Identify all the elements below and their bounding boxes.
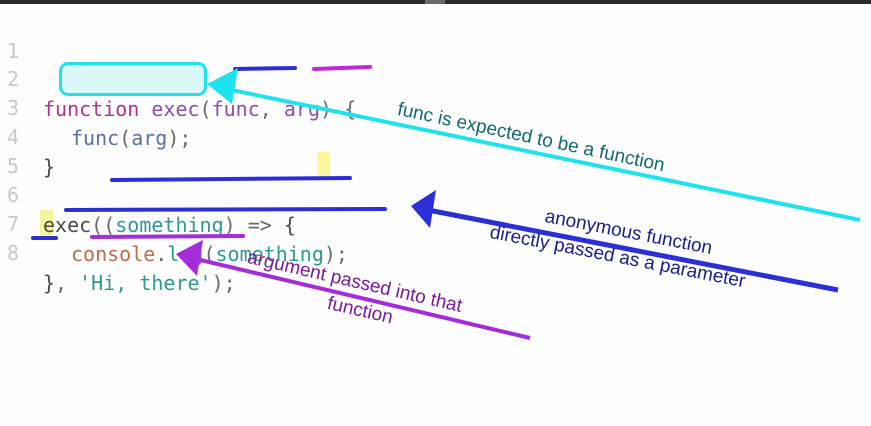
code-text: }, 'Hi, there'); [43,268,236,298]
code-line-7[interactable]: 7 console.log( something); [0,179,348,266]
code-text: func(arg); [71,123,191,153]
punctuation: ); [167,126,192,150]
opening-brace: { [283,213,296,237]
code-line-6[interactable]: 6 exec((something) => { [0,150,296,237]
punctuation: ); [323,242,348,266]
string-argument: 'Hi, there' [79,271,212,295]
line-number: 3 [7,96,20,120]
punctuation: ( [199,97,212,121]
punctuation: ( [203,242,216,266]
punctuation: , [55,271,80,295]
console-object: console [71,242,156,266]
call-exec: exec [43,213,92,237]
param-something: something [115,213,224,237]
top-bar-handle [425,0,445,4]
code-line-2[interactable]: 2 function exec(func, arg) { [0,34,356,121]
param-func: func [211,97,260,121]
code-text: } [43,155,56,179]
call-func: func [71,126,120,150]
closing-brace: } [43,271,56,295]
keyword-function: function [43,97,140,121]
call-arg: arg [131,126,168,150]
brace-match-highlight [317,152,330,180]
line-number: 5 [7,154,20,178]
code-editor[interactable]: 1 2 function exec(func, arg) { 3 func(ar… [0,4,871,426]
func-call-highlight-box [59,62,207,96]
punctuation: (( [91,213,116,237]
code-line-1[interactable]: 1 [0,6,48,63]
punctuation: . [155,242,168,266]
code-line-5[interactable]: 5 [0,121,48,178]
line-number: 8 [7,241,20,265]
window-top-bar [0,0,871,4]
code-line-3[interactable]: 3 func(arg); [0,63,191,150]
line-number: 4 [7,125,20,149]
code-line-4[interactable]: 4 } [0,92,55,179]
punctuation: , [259,97,284,121]
code-text: function exec(func, arg) { [43,94,356,124]
closing-brace-highlight [40,210,53,238]
punctuation: ( [119,126,132,150]
param-arg: arg [283,97,320,121]
line-number: 2 [7,67,20,91]
arrow-operator: ) => [223,213,272,237]
code-line-8[interactable]: 8 }, 'Hi, there'); [0,208,236,295]
punctuation: ); [211,271,236,295]
code-text: exec((something) => { [43,210,296,240]
line-number: 1 [7,39,20,63]
log-method: log [167,242,204,266]
function-name: exec [151,97,200,121]
line-number: 6 [7,183,20,207]
punctuation: ) { [319,97,357,121]
line-number: 7 [7,212,20,236]
